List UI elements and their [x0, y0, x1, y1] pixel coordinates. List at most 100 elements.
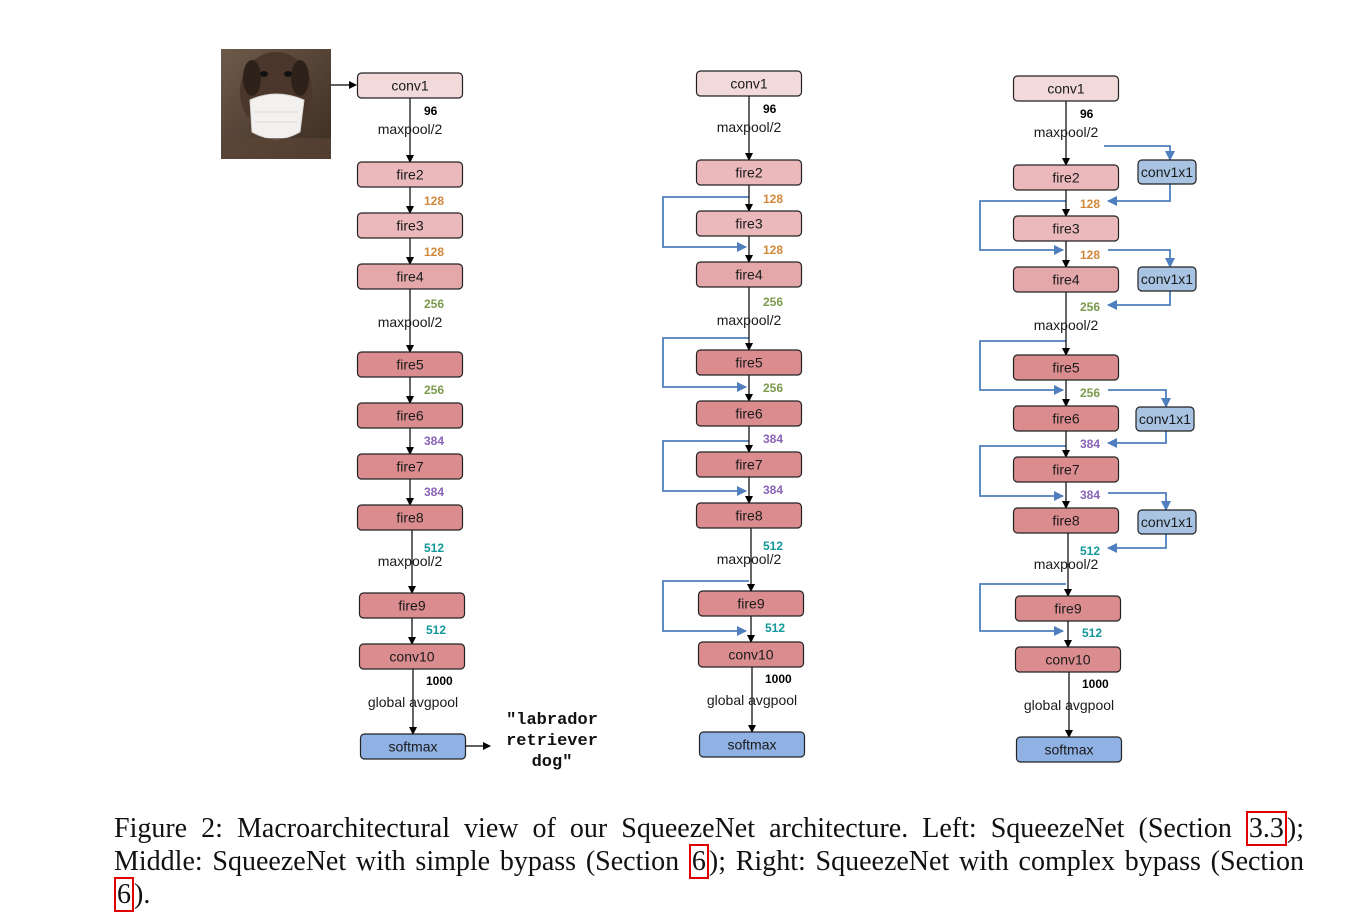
left-fire8-box — [356, 504, 464, 531]
left-global-avgpool: global avgpool — [368, 694, 458, 710]
right-fire7-box — [1012, 456, 1120, 483]
section-ref-6-a[interactable]: 6 — [688, 844, 709, 879]
left-fire3-box — [356, 212, 464, 239]
middle-ch-384-a: 384 — [763, 432, 783, 446]
right-bypass-fire7 — [979, 445, 1066, 501]
right-maxpool-3: maxpool/2 — [1034, 556, 1099, 572]
right-fire2-label: fire2 — [1052, 170, 1079, 186]
middle-softmax-box — [698, 731, 806, 758]
right-fire8-box — [1012, 507, 1120, 534]
left-fire3-label: fire3 — [396, 218, 423, 234]
left-conv1-box — [356, 72, 464, 99]
right-fire4-label: fire4 — [1052, 272, 1079, 288]
output-text-line-2: retriever — [506, 732, 598, 751]
middle-softmax-label: softmax — [727, 737, 776, 753]
middle-bypass-fire5 — [662, 337, 749, 392]
middle-bypass-fire3 — [662, 196, 749, 252]
caption-text-1: Figure 2: Macroarchitectural view of our… — [114, 813, 1246, 844]
middle-fire8: fire8 — [695, 502, 803, 529]
right-conv1: conv1 — [1012, 75, 1120, 102]
middle-fire7: fire7 — [695, 451, 803, 478]
right-conv1x1-d: conv1x1 — [1137, 509, 1197, 535]
left-maxpool-1: maxpool/2 — [378, 121, 443, 137]
middle-fire8-box — [695, 502, 803, 529]
right-bypass-conv2-in — [1104, 145, 1175, 161]
middle-fire6-label: fire6 — [735, 406, 762, 422]
right-maxpool-2: maxpool/2 — [1034, 317, 1099, 333]
section-ref-6-b[interactable]: 6 — [114, 877, 134, 912]
right-conv10-label: conv10 — [1045, 652, 1090, 668]
output-text-line-1: "labrador — [506, 711, 598, 730]
left-fire4-label: fire4 — [396, 269, 423, 285]
right-fire8: fire8 — [1012, 507, 1120, 534]
middle-ch-128-a: 128 — [763, 192, 783, 206]
right-bypass-conv8-out — [1107, 534, 1167, 553]
middle-ch-96: 96 — [763, 102, 777, 116]
middle-fire9-box — [697, 590, 805, 617]
left-fire5-box — [356, 351, 464, 378]
left-ch-384-b: 384 — [424, 485, 444, 499]
left-softmax: softmax — [359, 733, 467, 760]
middle-ch-512-a: 512 — [763, 539, 783, 553]
right-conv1x1-d-box — [1137, 509, 1197, 535]
right-bypass-fire9 — [979, 583, 1066, 636]
left-fire9-label: fire9 — [398, 598, 425, 614]
right-fire9-box — [1014, 595, 1122, 622]
left-fire7-label: fire7 — [396, 459, 423, 475]
left-fire5-label: fire5 — [396, 357, 423, 373]
section-ref-3-3[interactable]: 3.3 — [1245, 811, 1287, 846]
right-bypass-conv6-in — [1108, 389, 1171, 408]
left-fire6-box — [356, 402, 464, 429]
right-conv1x1-b-label: conv1x1 — [1141, 271, 1193, 287]
middle-fire3-box — [695, 210, 803, 237]
middle-conv10-label: conv10 — [728, 647, 773, 663]
right-conv1x1-a-label: conv1x1 — [1141, 164, 1193, 180]
middle-fire5: fire5 — [695, 349, 803, 376]
right-conv10: conv10 — [1014, 646, 1122, 673]
right-ch-384-a: 384 — [1080, 437, 1100, 451]
middle-ch-384-b: 384 — [763, 483, 783, 497]
squeezenet-diagram: conv1 fire2 fire3 fire4 fire5 fire6 fire7 fire8… — [221, 49, 1197, 772]
right-conv1x1-c: conv1x1 — [1135, 406, 1195, 432]
figure-caption: Figure 2: Macroarchitectural view of our… — [114, 811, 1304, 912]
right-bypass-conv4-out — [1107, 291, 1171, 310]
right-fire4-box — [1012, 266, 1120, 293]
right-fire9-label: fire9 — [1054, 601, 1081, 617]
left-conv1-label: conv1 — [391, 78, 429, 94]
right-fire6: fire6 — [1012, 405, 1120, 432]
middle-bypass-fire9 — [662, 580, 749, 636]
right-bypass-fire5 — [979, 340, 1066, 395]
middle-fire3-label: fire3 — [735, 216, 762, 232]
left-fire5: fire5 — [356, 351, 464, 378]
right-fire6-label: fire6 — [1052, 411, 1079, 427]
middle-maxpool-2: maxpool/2 — [717, 312, 782, 328]
left-ch-512-b: 512 — [426, 623, 446, 637]
right-fire3-label: fire3 — [1052, 221, 1079, 237]
left-maxpool-3: maxpool/2 — [378, 553, 443, 569]
right-softmax-label: softmax — [1044, 742, 1093, 758]
middle-ch-512-b: 512 — [765, 621, 785, 635]
left-fire8-label: fire8 — [396, 510, 423, 526]
middle-fire8-label: fire8 — [735, 508, 762, 524]
output-text-line-3: dog" — [532, 753, 573, 772]
middle-softmax: softmax — [698, 731, 806, 758]
left-ch-256-a: 256 — [424, 297, 444, 311]
right-fire7-label: fire7 — [1052, 462, 1079, 478]
middle-fire9: fire9 — [697, 590, 805, 617]
left-ch-96: 96 — [424, 104, 438, 118]
right-maxpool-1: maxpool/2 — [1034, 124, 1099, 140]
middle-fire4-box — [695, 261, 803, 288]
right-softmax: softmax — [1015, 736, 1123, 763]
left-conv10: conv10 — [358, 643, 466, 670]
left-fire9-box — [358, 592, 466, 619]
left-fire6: fire6 — [356, 402, 464, 429]
right-bypass-conv8-in — [1108, 492, 1171, 511]
right-conv1x1-c-label: conv1x1 — [1139, 411, 1191, 427]
right-fire3: fire3 — [1012, 215, 1120, 242]
middle-ch-128-b: 128 — [763, 243, 783, 257]
left-ch-128-a: 128 — [424, 194, 444, 208]
middle-global-avgpool: global avgpool — [707, 692, 797, 708]
right-conv1x1-b: conv1x1 — [1137, 266, 1197, 292]
left-ch-1000: 1000 — [426, 674, 453, 688]
left-fire3: fire3 — [356, 212, 464, 239]
